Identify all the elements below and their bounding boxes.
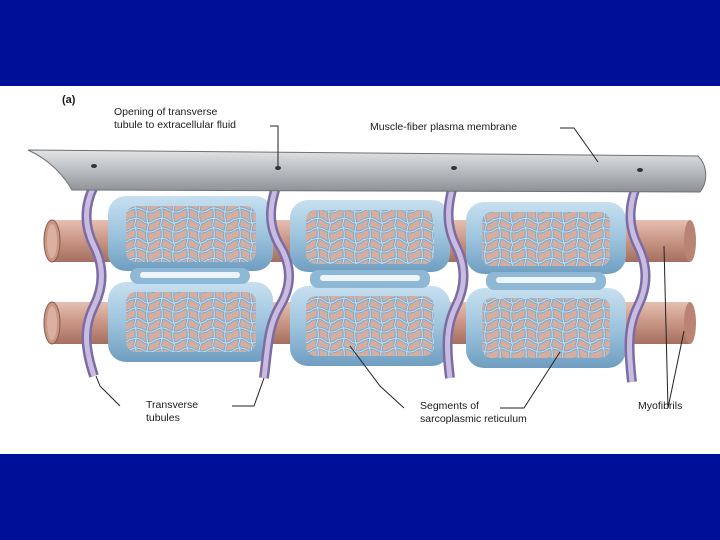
label-line: Segments of: [420, 400, 527, 413]
label-line: Opening of transverse: [114, 106, 236, 119]
label-myofibrils: Myofibrils: [638, 400, 682, 413]
label-line: sarcoplasmic reticulum: [420, 413, 527, 426]
label-line: tubules: [146, 412, 198, 425]
sarcoplasmic-reticulum-segments: [108, 196, 626, 368]
label-transverse-tubules: Transverse tubules: [146, 399, 198, 425]
label-t-tubule-opening: Opening of transverse tubule to extracel…: [114, 106, 236, 132]
t-tubule-opening: [637, 168, 643, 172]
figure-panel: (a) Opening of transverse tubule to extr…: [0, 86, 720, 454]
sr-segment: [466, 202, 626, 274]
muscle-fiber-diagram: [0, 86, 720, 454]
label-line: Transverse: [146, 399, 198, 412]
sr-segment: [290, 200, 450, 272]
t-tubule: [630, 182, 646, 382]
label-plasma-membrane: Muscle-fiber plasma membrane: [370, 121, 517, 134]
sr-segment: [108, 196, 273, 271]
plasma-membrane: [28, 150, 706, 192]
t-tubule: [448, 176, 464, 378]
sr-segment: [108, 282, 273, 362]
panel-letter: (a): [62, 94, 75, 107]
t-tubule: [87, 186, 102, 376]
t-tubule-opening: [275, 166, 281, 170]
t-tubule-opening: [91, 164, 97, 168]
t-tubule-opening: [451, 166, 457, 170]
label-sarcoplasmic-reticulum: Segments of sarcoplasmic reticulum: [420, 400, 527, 426]
sr-segment: [290, 286, 450, 366]
sr-segment: [466, 288, 626, 368]
label-line: tubule to extracellular fluid: [114, 119, 236, 132]
t-tubule: [264, 176, 289, 378]
